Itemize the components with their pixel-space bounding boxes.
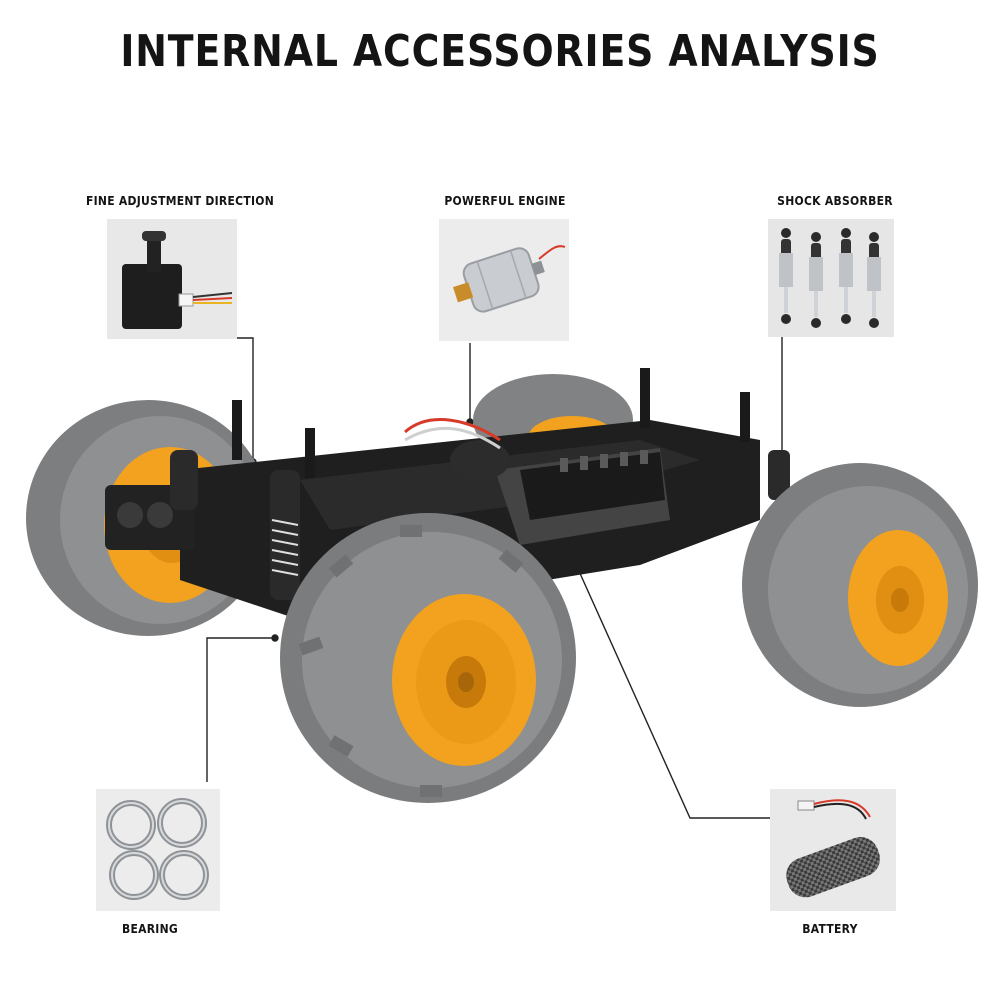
- label-shock: SHOCK ABSORBER: [777, 194, 893, 208]
- label-battery: BATTERY: [802, 922, 858, 936]
- steering-servo-thumbnail: [107, 219, 237, 339]
- leader-line-battery: [564, 539, 770, 819]
- label-bearing: BEARING: [121, 922, 179, 936]
- motor-thumbnail: [439, 219, 569, 341]
- bearing-icon: [96, 789, 220, 911]
- motor-icon: [439, 219, 569, 341]
- shock-absorber-icon: [768, 219, 894, 337]
- front-wheel-foreground: [280, 513, 576, 803]
- shock-absorber-thumbnail: [768, 219, 894, 337]
- label-engine: POWERFUL ENGINE: [444, 194, 566, 208]
- page-title: INTERNAL ACCESSORIES ANALYSIS: [120, 26, 880, 77]
- battery-on-chassis: [495, 448, 670, 545]
- servo-icon: [107, 219, 237, 339]
- label-steering: FINE ADJUSTMENT DIRECTION: [85, 194, 275, 208]
- rear-wheel-right-side: [742, 463, 978, 707]
- battery-pack-icon: [770, 789, 896, 911]
- battery-thumbnail: [770, 789, 896, 911]
- leader-line-bearing: [206, 637, 275, 782]
- bearing-thumbnail: [96, 789, 220, 911]
